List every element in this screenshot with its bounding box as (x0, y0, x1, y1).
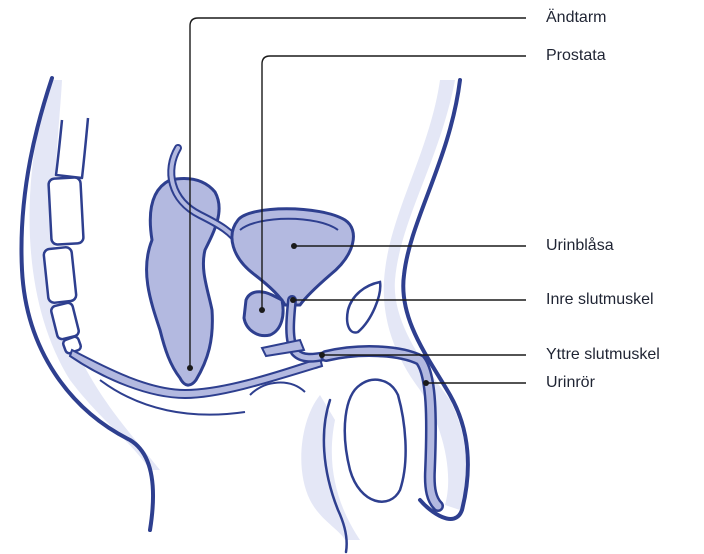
pubic-bone (347, 282, 380, 333)
label-urethra: Urinrör (546, 373, 595, 393)
dot-bladder (291, 243, 297, 249)
label-rectum: Ändtarm (546, 8, 606, 28)
label-prostate: Prostata (546, 46, 606, 66)
label-outer-sphincter: Yttre slutmuskel (546, 345, 660, 365)
dot-prostate (259, 307, 265, 313)
dot-outer-sphincter (319, 352, 325, 358)
bladder-shape (232, 209, 353, 305)
dot-urethra (423, 380, 429, 386)
dot-rectum (187, 365, 193, 371)
dot-inner-sphincter (290, 297, 296, 303)
prostate-shape (244, 292, 283, 336)
label-inner-sphincter: Inre slutmuskel (546, 290, 654, 310)
scrotum-outline (345, 380, 406, 502)
rectum-shape (147, 179, 220, 386)
label-bladder: Urinblåsa (546, 236, 614, 256)
